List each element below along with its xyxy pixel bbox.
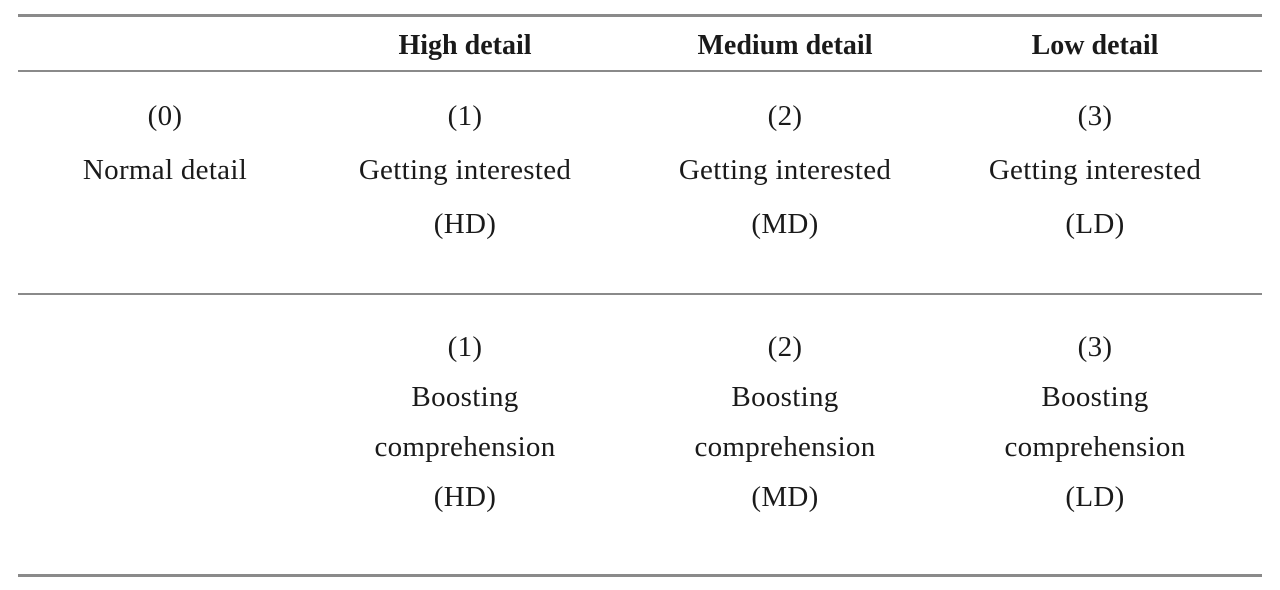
cell-number: (1) <box>447 100 483 132</box>
cell-boosting-comprehension-md: (2) Boosting comprehension (MD) <box>635 322 935 522</box>
cell-code: (LD) <box>1065 208 1125 240</box>
cell-getting-interested-md: (2) Getting interested (MD) <box>635 89 935 251</box>
table-top-rule <box>18 14 1262 17</box>
cell-code: (HD) <box>433 208 497 240</box>
header-high-detail: High detail <box>398 30 532 61</box>
cell-text: Boosting <box>411 381 519 413</box>
cell-number: (3) <box>1077 331 1113 363</box>
cell-text: comprehension <box>694 431 876 463</box>
cell-text: comprehension <box>374 431 556 463</box>
cell-text: Boosting <box>731 381 839 413</box>
row-divider-rule <box>18 293 1262 295</box>
table-bottom-rule <box>18 574 1262 577</box>
cell-boosting-comprehension-hd: (1) Boosting comprehension (HD) <box>320 322 610 522</box>
header-medium-detail: Medium detail <box>697 30 873 61</box>
cell-text: Getting interested <box>988 154 1202 186</box>
cell-text: Normal detail <box>82 154 248 186</box>
header-low-detail: Low detail <box>1031 30 1159 61</box>
cell-number: (2) <box>767 100 803 132</box>
cell-code: (MD) <box>751 481 819 513</box>
cell-getting-interested-hd: (1) Getting interested (HD) <box>320 89 610 251</box>
header-empty <box>20 26 310 66</box>
cell-code: (MD) <box>751 208 819 240</box>
cell-code: (HD) <box>433 481 497 513</box>
cell-getting-interested-ld: (3) Getting interested (LD) <box>950 89 1240 251</box>
cell-text: Boosting <box>1041 381 1149 413</box>
cell-text: comprehension <box>1004 431 1186 463</box>
cell-number: (3) <box>1077 100 1113 132</box>
cell-text: Getting interested <box>358 154 572 186</box>
cell-number: (2) <box>767 331 803 363</box>
cell-code: (LD) <box>1065 481 1125 513</box>
cell-number: (0) <box>147 100 183 132</box>
cell-normal-detail: (0) Normal detail <box>20 89 310 197</box>
cell-number: (1) <box>447 331 483 363</box>
header-rule <box>18 70 1262 72</box>
cell-text: Getting interested <box>678 154 892 186</box>
cell-boosting-comprehension-ld: (3) Boosting comprehension (LD) <box>950 322 1240 522</box>
